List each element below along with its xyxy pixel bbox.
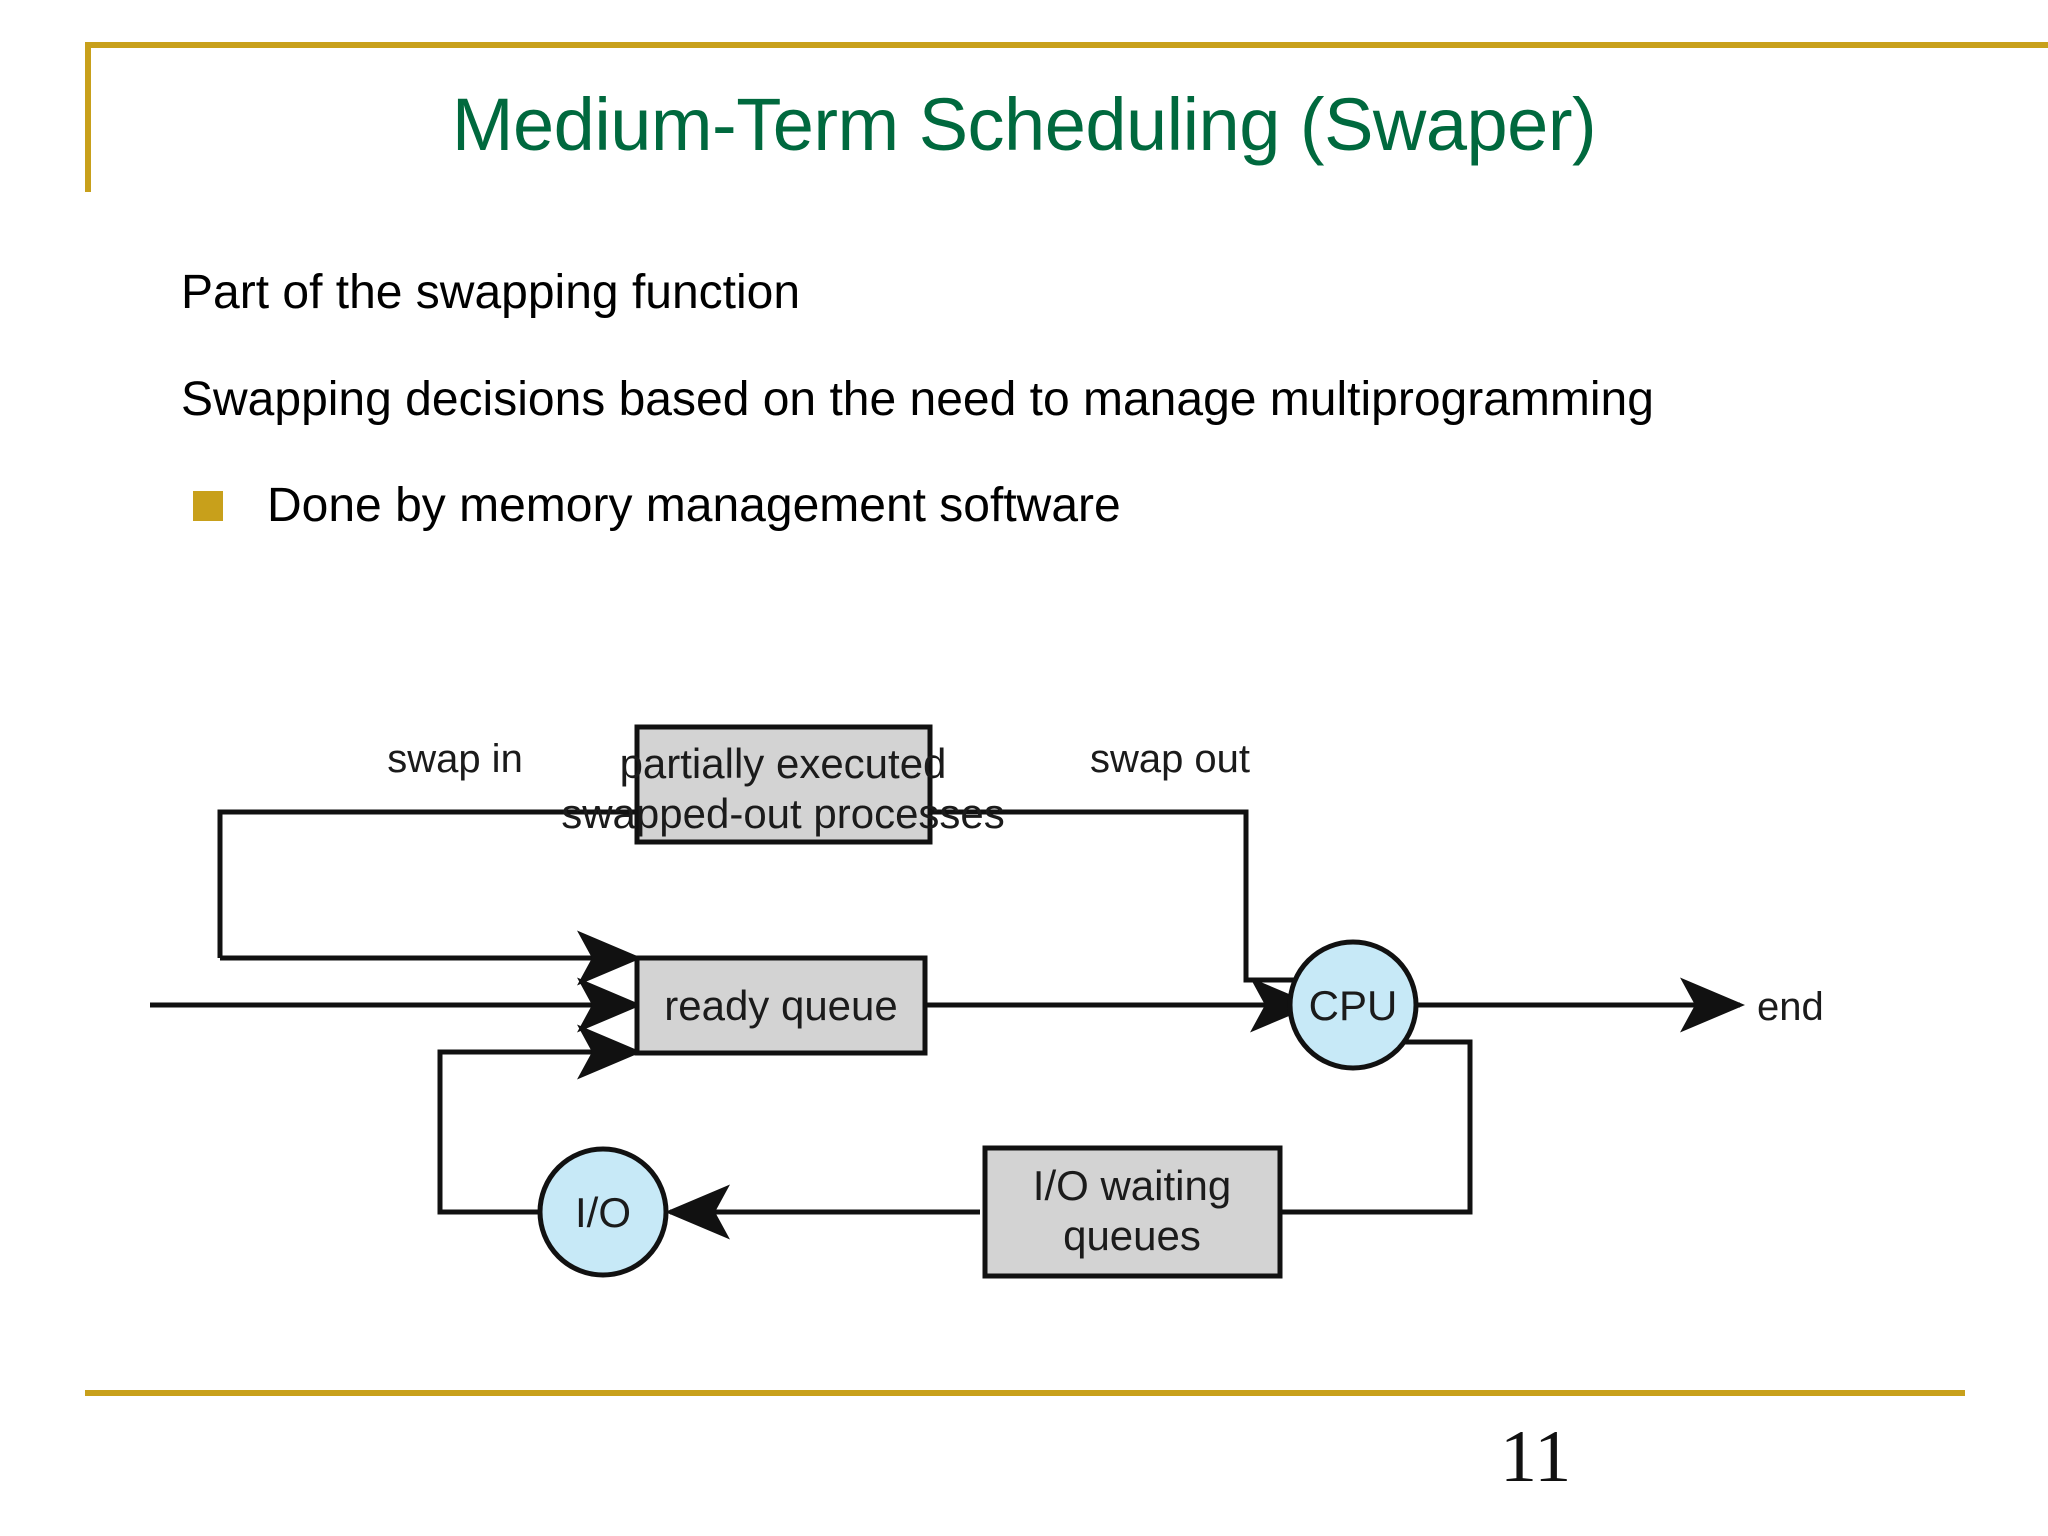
io-circle-label: I/O — [575, 1189, 631, 1236]
header-rule-left — [85, 42, 91, 192]
diagram-node-io-waiting-box: I/O waiting queues — [982, 1145, 1283, 1279]
medium-term-scheduling-diagram: partially executed swapped-out processes… — [150, 700, 1900, 1380]
swapped-out-box-line-2: swapped-out processes — [561, 790, 1005, 837]
cpu-circle-label: CPU — [1309, 982, 1398, 1029]
footer-rule — [85, 1390, 1965, 1396]
square-bullet-icon — [193, 490, 223, 521]
body-line-2: Swapping decisions based on the need to … — [181, 373, 1654, 426]
bullet-item-1-label: Done by memory management software — [267, 479, 1121, 532]
edge-swap-in-path — [217, 809, 637, 958]
edge-cpu-to-io-waiting — [1280, 1039, 1473, 1215]
body-line-1: Part of the swapping function — [181, 266, 801, 319]
edge-io-to-ready — [437, 1024, 642, 1215]
bullet-item-1: Done by memory management software — [193, 478, 1121, 533]
ready-queue-box-label: ready queue — [664, 982, 898, 1029]
diagram-node-cpu-circle: CPU — [1287, 939, 1419, 1071]
header-rule-top — [85, 42, 2048, 48]
edge-label-swap-in: swap in — [387, 737, 523, 781]
edge-label-swap-out: swap out — [1090, 737, 1250, 781]
page-title: Medium-Term Scheduling (Swaper) — [451, 83, 1597, 166]
io-waiting-box-line-2: queues — [1063, 1212, 1201, 1259]
swapped-out-box-line-1: partially executed — [620, 740, 947, 787]
diagram-node-ready-queue-box: ready queue — [634, 955, 928, 1056]
diagram-node-io-circle: I/O — [537, 1146, 669, 1278]
io-waiting-box-line-1: I/O waiting — [1033, 1162, 1231, 1209]
diagram-node-swapped-out-box: partially executed swapped-out processes — [561, 724, 1005, 845]
edge-label-end: end — [1757, 985, 1824, 1029]
page-number: 11 — [1500, 1416, 1572, 1498]
